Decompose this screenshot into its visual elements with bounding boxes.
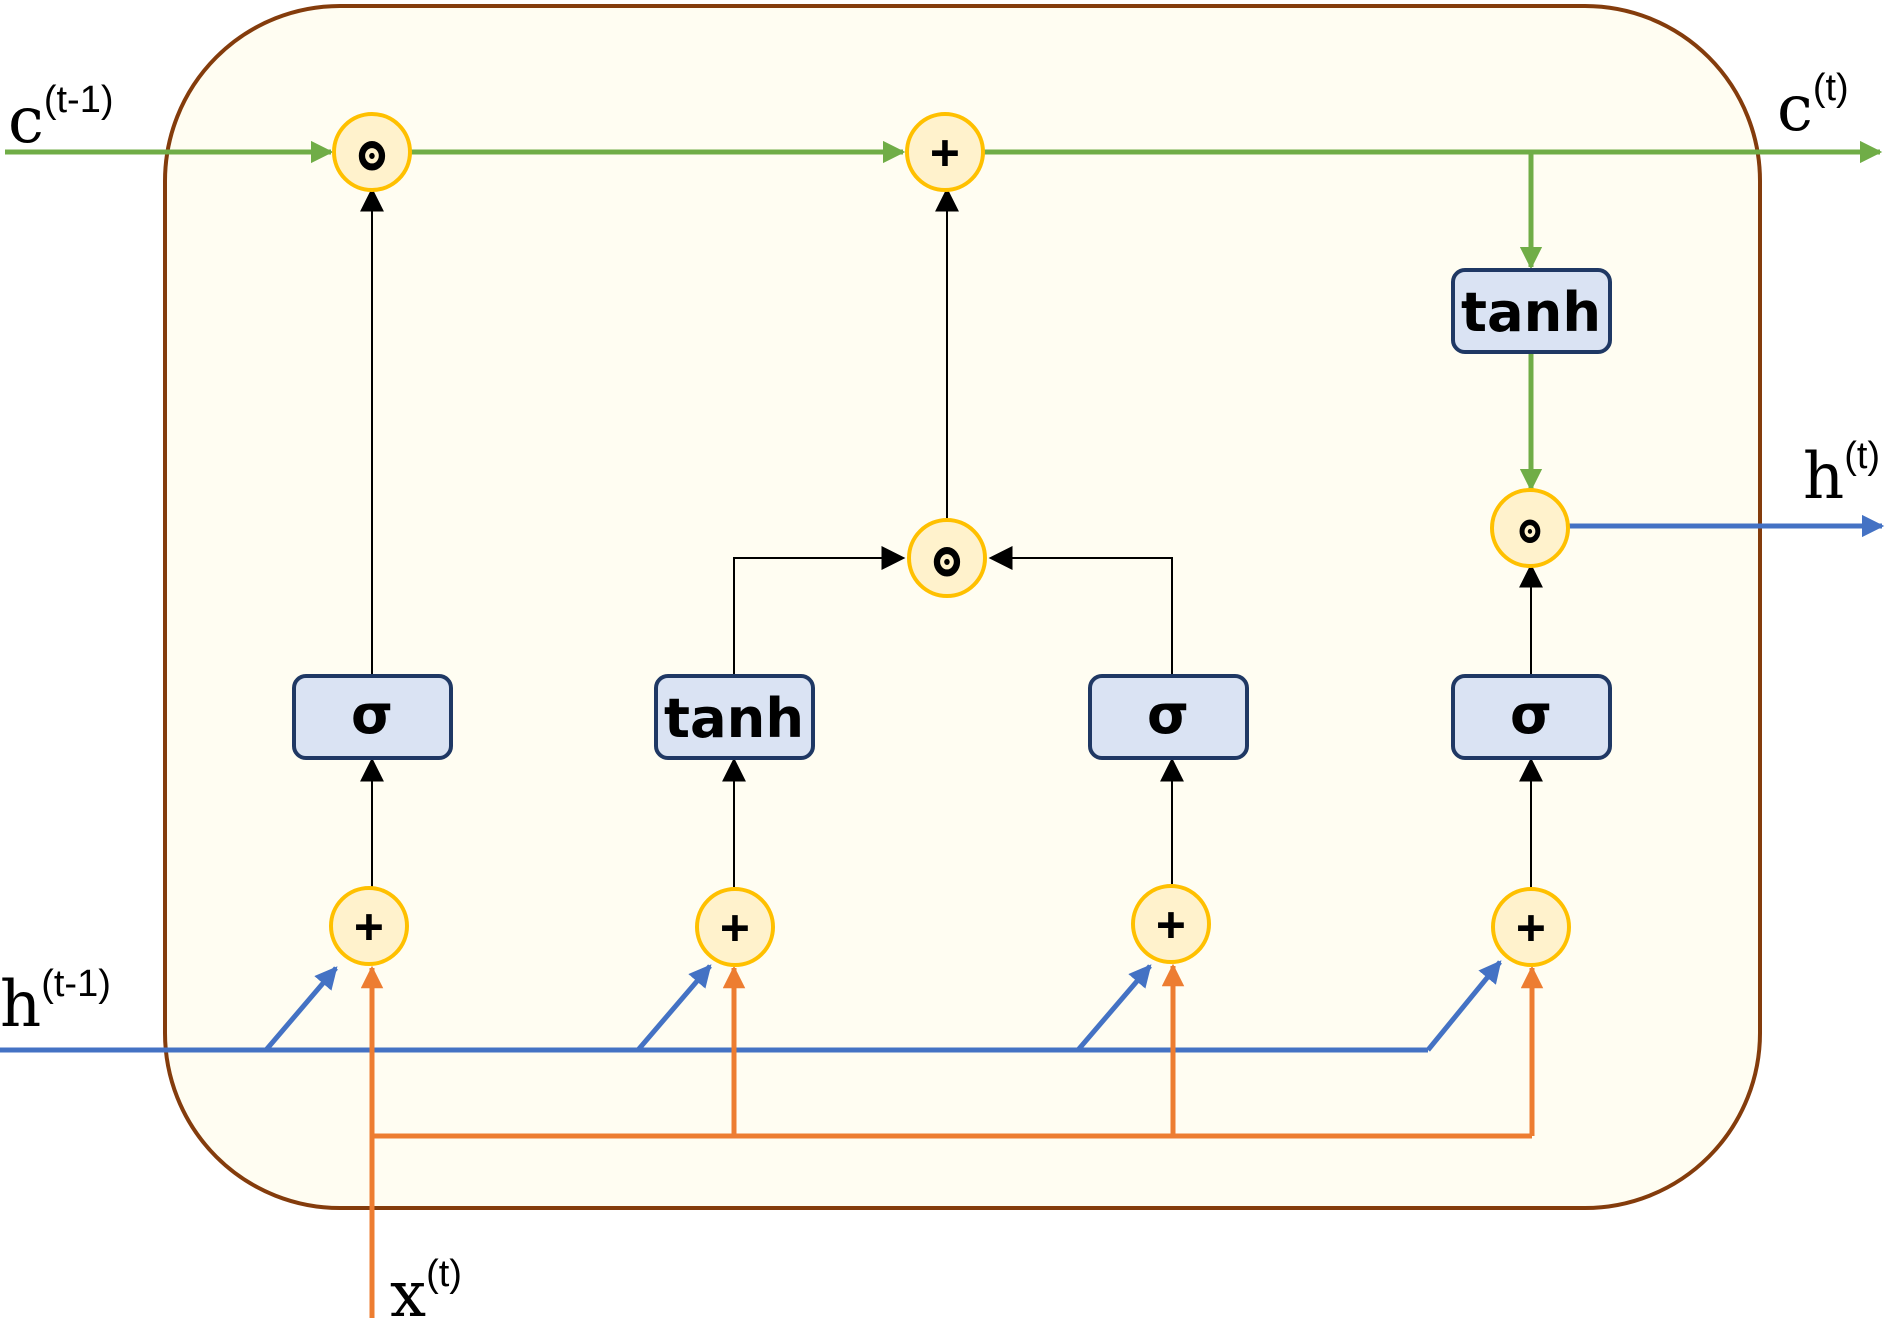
input-path [360, 963, 1544, 1318]
label-c-next: c(t) [1777, 67, 1849, 146]
input-multiply-op: ʘ [907, 518, 987, 598]
op-symbol: + [931, 124, 960, 180]
label-base: x [390, 1258, 426, 1323]
label-h-prev: h(t-1) [0, 963, 111, 1042]
op-symbol: + [1157, 896, 1186, 952]
cell-add-op: + [905, 112, 985, 192]
label-h-next: h(t) [1803, 435, 1880, 514]
hidden-state-in-path [0, 960, 1502, 1053]
gate-box [654, 674, 815, 760]
label-x: x(t) [390, 1253, 462, 1323]
h-to-add-input-arrow [1076, 964, 1152, 1052]
gate-label: σ [1510, 683, 1552, 746]
output-multiply-op: ʘ [1490, 488, 1570, 568]
label-superscript: (t) [426, 1253, 462, 1295]
op-circle [1131, 884, 1211, 964]
lstm-cell-boundary [163, 4, 1762, 1210]
gate-box [1088, 674, 1249, 760]
candidate-tanh: tanh [654, 674, 815, 760]
label-superscript: (t-1) [41, 963, 111, 1005]
label-base: c [8, 84, 44, 158]
gate-label: σ [1147, 683, 1189, 746]
op-symbol: + [355, 898, 384, 954]
op-symbol: + [1517, 899, 1546, 955]
label-superscript: (t-1) [44, 79, 114, 121]
gate-label: tanh [1461, 281, 1601, 344]
h-to-add-candidate-arrow [636, 964, 712, 1052]
op-symbol: ʘ [933, 531, 962, 587]
internal-connections [360, 187, 1543, 887]
label-base: h [0, 968, 41, 1042]
op-circle [329, 886, 409, 966]
candidate-tanh-to-mul-arrow [733, 546, 906, 674]
input-add-op: + [1131, 884, 1211, 964]
op-circle [1491, 887, 1571, 967]
gate-box [292, 674, 453, 760]
output-gate-sigmoid: σ [1451, 674, 1612, 760]
op-symbol: ʘ [358, 125, 387, 181]
gate-box [1451, 674, 1612, 760]
label-base: h [1803, 440, 1844, 514]
gate-box [1451, 268, 1612, 354]
gate-label: σ [351, 683, 393, 746]
op-circle [1490, 488, 1570, 568]
op-circle [905, 112, 985, 192]
output-add-op: + [1491, 887, 1571, 967]
cell-state-tanh: tanh [1451, 268, 1612, 354]
h-to-add-forget-arrow [264, 966, 338, 1052]
cell-state-path [5, 140, 1883, 492]
input-gate-sigmoid: σ [1088, 674, 1249, 760]
label-c-prev: c(t-1) [8, 79, 114, 158]
forget-add-op: + [329, 886, 409, 966]
label-superscript: (t) [1813, 67, 1849, 109]
h-to-add-output-arrow [1426, 960, 1502, 1052]
gate-label: tanh [664, 687, 804, 750]
label-base: c [1777, 72, 1813, 146]
forget-gate-sigmoid: σ [292, 674, 453, 760]
op-circle [695, 887, 775, 967]
forget-multiply-op: ʘ [332, 112, 412, 192]
input-sigma-to-mul-arrow [988, 546, 1173, 674]
op-symbol: ʘ [1519, 507, 1542, 551]
op-symbol: + [721, 899, 750, 955]
candidate-add-op: + [695, 887, 775, 967]
op-circle [907, 518, 987, 598]
label-superscript: (t) [1844, 435, 1880, 477]
op-circle [332, 112, 412, 192]
